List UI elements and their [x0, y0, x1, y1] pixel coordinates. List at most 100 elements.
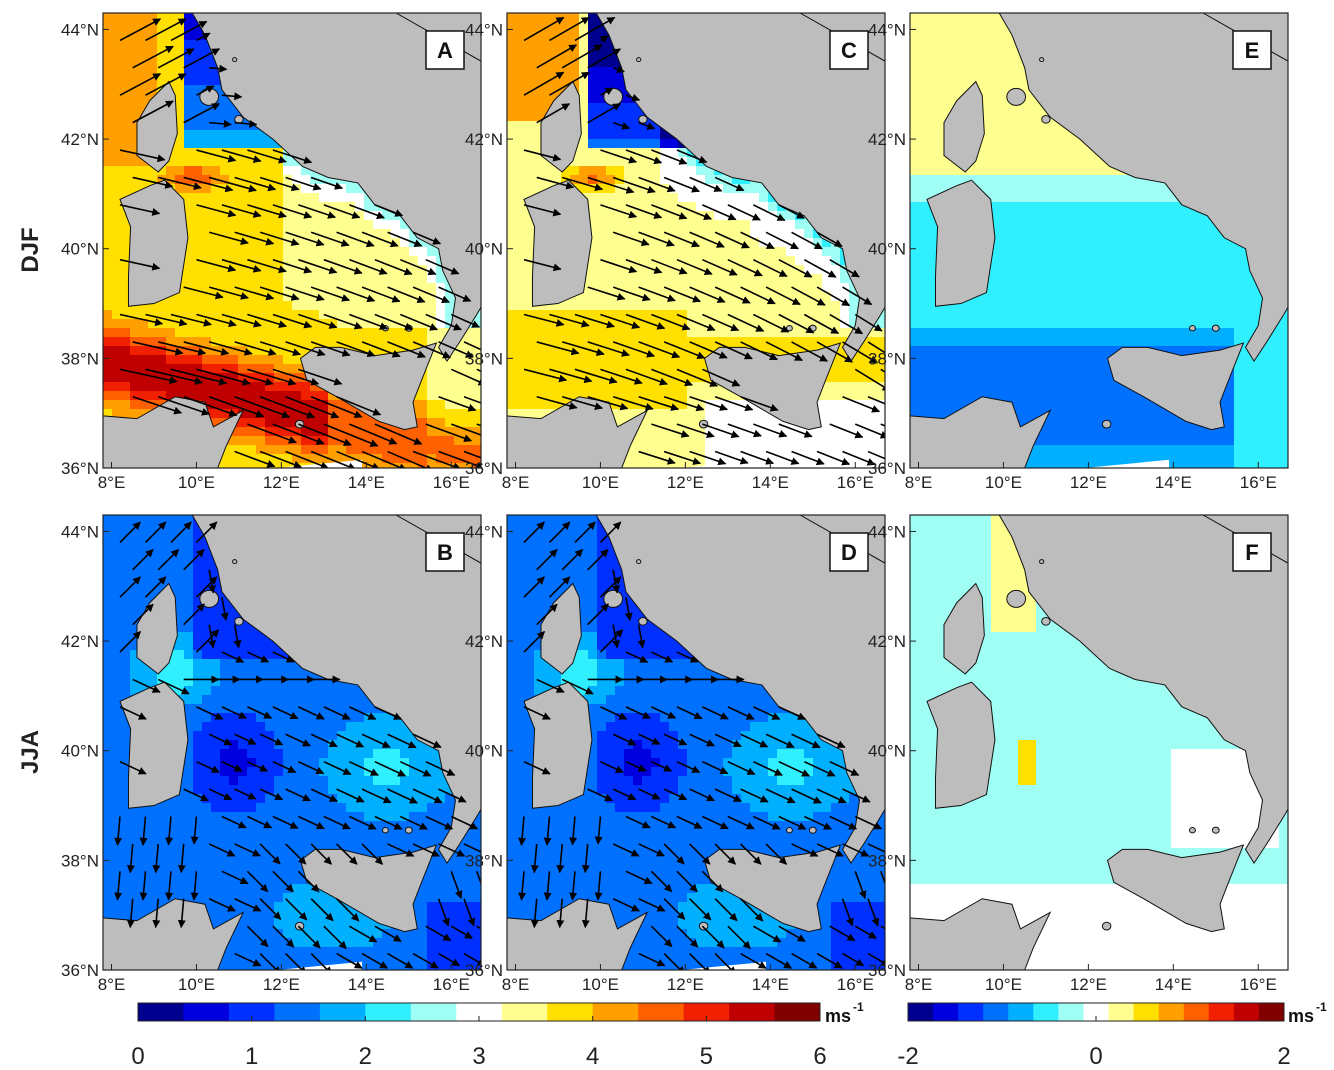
field-cell: [669, 283, 679, 293]
field-cell: [112, 148, 122, 158]
field-cell: [184, 373, 194, 383]
field-cell: [858, 355, 868, 365]
wind-vector: [561, 176, 604, 192]
field-cell: [328, 274, 338, 284]
field-cell: [229, 328, 239, 338]
field-cell: [642, 211, 652, 221]
land-italy: [191, 13, 481, 363]
field-cell: [310, 238, 320, 248]
wind-vector: [536, 176, 575, 190]
field-cell: [525, 76, 535, 86]
field-cell: [373, 445, 383, 455]
field-cell: [534, 112, 544, 122]
field-cell: [256, 445, 266, 455]
field-cell: [238, 130, 248, 140]
field-cell: [534, 166, 544, 176]
field-cell: [229, 229, 239, 239]
field-cell: [768, 220, 778, 230]
wind-vector: [425, 423, 473, 443]
field-cell: [175, 40, 185, 50]
field-cell: [946, 22, 956, 32]
field-cell: [831, 355, 841, 365]
field-cell: [454, 418, 464, 428]
field-cell: [570, 319, 580, 329]
field-cell: [750, 445, 760, 455]
field-cell: [328, 445, 338, 455]
field-cell: [265, 301, 275, 311]
wind-vector: [132, 395, 183, 415]
wind-vector: [157, 48, 195, 69]
wind-vector: [574, 16, 616, 42]
field-cell: [220, 193, 230, 203]
field-cell: [211, 148, 221, 158]
field-cell: [867, 346, 877, 356]
field-cell: [319, 265, 329, 275]
field-cell: [624, 202, 634, 212]
field-cell: [534, 373, 544, 383]
field-cell: [867, 427, 877, 437]
wind-vector: [247, 258, 287, 274]
field-cell: [463, 418, 473, 428]
field-cell: [552, 310, 562, 320]
field-cell: [696, 463, 706, 468]
wind-vector: [523, 313, 565, 327]
field-cell: [516, 256, 526, 266]
field-cell: [328, 184, 338, 194]
field-cell: [669, 364, 679, 374]
field-cell: [265, 319, 275, 329]
field-cell: [247, 211, 257, 221]
field-cell: [507, 139, 517, 149]
field-cell: [193, 382, 203, 392]
field-cell: [472, 427, 481, 437]
field-cell: [346, 301, 356, 311]
field-cell: [991, 31, 1001, 41]
field-cell: [175, 337, 185, 347]
field-cell: [247, 130, 257, 140]
field-cell: [220, 175, 230, 185]
field-cell: [175, 175, 185, 185]
field-cell: [543, 94, 553, 104]
field-cell: [391, 328, 401, 338]
field-cell: [391, 274, 401, 284]
field-cell: [750, 274, 760, 284]
field-cell: [193, 292, 203, 302]
field-cell: [831, 382, 841, 392]
field-cell: [615, 391, 625, 401]
field-cell: [229, 256, 239, 266]
field-cell: [849, 463, 859, 468]
field-cell: [876, 337, 885, 347]
field-cell: [400, 427, 410, 437]
field-cell: [373, 310, 383, 320]
field-cell: [247, 247, 257, 257]
field-cell: [705, 166, 715, 176]
field-cell: [274, 283, 284, 293]
field-cell: [804, 310, 814, 320]
field-cell: [633, 445, 643, 455]
field-cell: [660, 157, 670, 167]
field-cell: [534, 58, 544, 68]
field-cell: [723, 418, 733, 428]
field-cell: [337, 256, 347, 266]
field-cell: [130, 400, 140, 410]
field-cell: [463, 355, 473, 365]
field-cell: [193, 328, 203, 338]
field-cell: [220, 247, 230, 257]
field-cell: [202, 301, 212, 311]
field-cell: [229, 445, 239, 455]
field-cell: [964, 67, 974, 77]
field-cell: [633, 409, 643, 419]
field-cell: [919, 49, 929, 59]
field-cell: [660, 364, 670, 374]
field-cell: [579, 292, 589, 302]
field-cell: [822, 454, 832, 464]
field-cell: [795, 454, 805, 464]
field-cell: [292, 391, 302, 401]
wind-vector: [625, 93, 641, 102]
wind-vector: [587, 176, 635, 194]
field-cell: [840, 391, 850, 401]
field-cell: [247, 436, 257, 446]
field-cell: [130, 139, 140, 149]
field-cell: [409, 274, 419, 284]
field-cell: [795, 445, 805, 455]
